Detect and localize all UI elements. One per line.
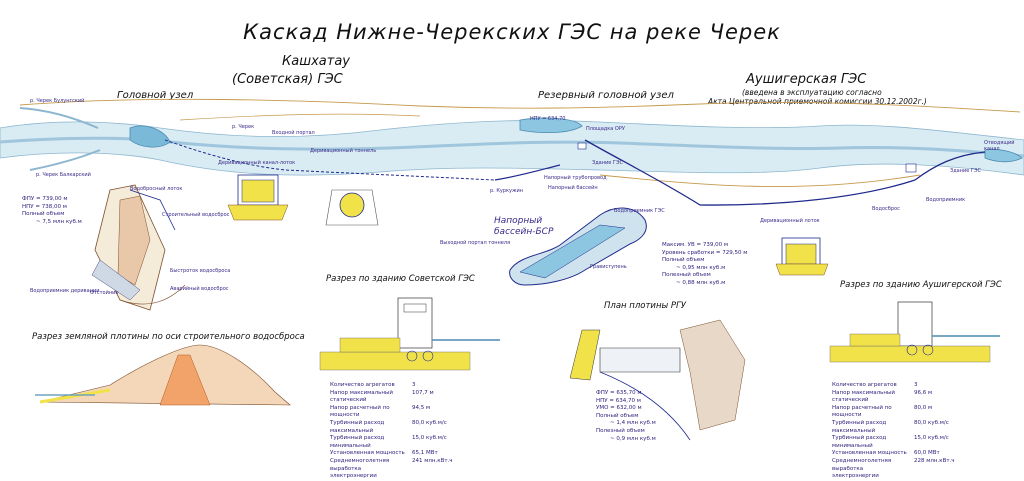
rgu-full-vol: ~ 1,4 млн куб.м — [610, 420, 656, 427]
rgu-useful-vol-label: Полезный объем — [596, 427, 645, 434]
label-aushiger-zdanie: Здание ГЭС — [950, 168, 981, 174]
label-derivation-channel: Деривационный канал-лоток — [218, 160, 296, 166]
label-vodosbros: Водосброс — [872, 206, 900, 212]
label-vyhodnoy-portal: Выходной портал тоннеля — [440, 240, 511, 246]
reserve-reservoir — [519, 117, 583, 134]
basin-useful-vol-label: Полезный объем — [662, 272, 711, 279]
kashkhatau-subtitle: (Советская) ГЭС — [232, 72, 343, 87]
road-2 — [179, 113, 421, 121]
canal-section — [227, 174, 289, 221]
section-aushiger-title: Разрез по зданию Аушигерской ГЭС — [840, 280, 1002, 290]
label-vodopriemnik-bsr: Водоприемник ГЭС — [614, 208, 665, 214]
label-vodobros-lotok: Водобросный лоток — [130, 186, 183, 192]
basin-full-vol: ~ 0,95 млн куб.м — [676, 264, 726, 271]
label-cherek-bulungsky: р. Черек Булунгский — [30, 98, 85, 104]
section-rgu-title: План плотины РГУ — [604, 301, 686, 311]
head-node-label: Головной узел — [117, 90, 194, 101]
map-drawing — [0, 98, 1024, 441]
reserve-head-node-label: Резервный головной узел — [538, 90, 674, 101]
section-sovet-title: Разрез по зданию Советской ГЭС — [326, 274, 475, 284]
label-zdanie-ges: Здание ГЭС — [592, 160, 623, 166]
kashkhatau-title: Кашхатау — [282, 54, 350, 69]
rgu-useful-vol: ~ 0,9 млн куб.м — [610, 435, 656, 442]
napornyi-basin — [509, 207, 647, 286]
river-cherek-balkarsky — [29, 149, 101, 171]
page-title: Каскад Нижне-Черекских ГЭС на реке Черек — [243, 20, 781, 44]
aushiger-tailwater — [984, 149, 1023, 163]
rgu-fpu: ФПУ = 635,70 м — [596, 390, 642, 396]
derivation-line-2 — [494, 164, 561, 181]
aushiger-penstock — [914, 151, 986, 181]
basin-useful-vol: ~ 0,88 млн куб.м — [676, 279, 726, 286]
rgu-plan — [569, 319, 746, 441]
label-kurkuzhin: р. Куркужин — [490, 188, 524, 194]
road-3 — [599, 174, 921, 187]
head-node-params: ФПУ = 739,00 м НПУ = 738,00 м Полный объ… — [22, 196, 82, 226]
rgu-umo: УМО = 632,00 м — [596, 405, 642, 412]
basin-params: Максим. УВ = 739,00 м Уровень сработки =… — [662, 242, 747, 288]
label-otstoynik: Отстойник — [90, 290, 119, 296]
aushiger-row-7: электроэнергии — [832, 473, 879, 480]
head-npu: НПУ = 738,00 м — [22, 203, 67, 210]
label-derivation-tunnel: Деривационный тоннель — [310, 148, 377, 154]
label-stroitelny-vodosbros: Строительный водосброс — [162, 212, 230, 218]
label-gravestupen: Гравиступень — [590, 264, 627, 270]
tunnel-section — [325, 189, 379, 226]
sovet-row-7: электроэнергии — [330, 473, 377, 480]
label-vodopriemnik: Водоприемник — [926, 197, 966, 203]
basin-label-2: бассейн-БСР — [494, 227, 554, 237]
aushiger-powerhouse-section — [829, 301, 1000, 363]
river-cherek-bulungsky — [19, 107, 99, 129]
label-otvodyashchiy-kanal: Отводящий канал — [984, 140, 1015, 152]
label-vhodnoy-portal: Входной портал — [272, 130, 315, 136]
head-fpu: ФПУ = 739,00 м — [22, 196, 68, 202]
river-cherek — [0, 120, 1024, 176]
derivation-aushiger — [584, 139, 916, 206]
head-volume-label: Полный объем — [22, 211, 65, 218]
head-node-plan — [91, 184, 186, 311]
earth-dam-section — [35, 344, 291, 406]
label-cherek-balkarsky: р. Черек Балкарский — [36, 172, 91, 178]
aushiger-note-line1: (введена в эксплуатацию согласно — [742, 88, 882, 97]
aushiger-title: Аушигерская ГЭС — [746, 72, 867, 87]
rgu-params: ФПУ = 635,70 м НПУ = 634,70 м УМО = 632,… — [596, 390, 656, 443]
rgu-full-vol-label: Полный объем — [596, 412, 639, 419]
head-volume: ~ 7,5 млн куб.м — [36, 218, 82, 225]
aushiger-note-line2: Акта Центральной приемочной комиссии 30.… — [708, 97, 927, 106]
basin-label-1: Напорный — [494, 216, 543, 226]
label-bystrotok: Быстроток водосброса — [170, 268, 231, 274]
basin-max-uv: Максим. УВ = 739,00 м — [662, 242, 729, 248]
label-napornyi-truboprovod: Напорный трубопровод — [544, 175, 607, 181]
label-npu-634: НПУ = 634,70 — [530, 116, 566, 122]
basin-full-vol-label: Полный объем — [662, 257, 705, 264]
label-cherek: р. Черек — [232, 124, 255, 130]
basin-sraboty: Уровень сработки = 729,50 м — [662, 249, 748, 256]
label-vodopriemnik-derivatsii: Водоприемник деривации — [30, 288, 100, 294]
road-1 — [19, 98, 1021, 113]
rgu-npu: НПУ = 634,70 м — [596, 397, 641, 404]
label-ploshchadka-oru: Площадка ОРУ — [586, 126, 625, 132]
section-dam-title: Разрез земляной плотины по оси строитель… — [32, 332, 305, 342]
aushiger-canal-section — [775, 237, 829, 276]
label-derivation-lotok: Деривационный лоток — [760, 218, 820, 224]
sovet-powerhouse-section — [319, 297, 500, 371]
label-napornyi-basin: Напорный бассейн — [548, 185, 598, 191]
label-avariyny-vodosbros: Аварийный водосброс — [170, 286, 229, 292]
